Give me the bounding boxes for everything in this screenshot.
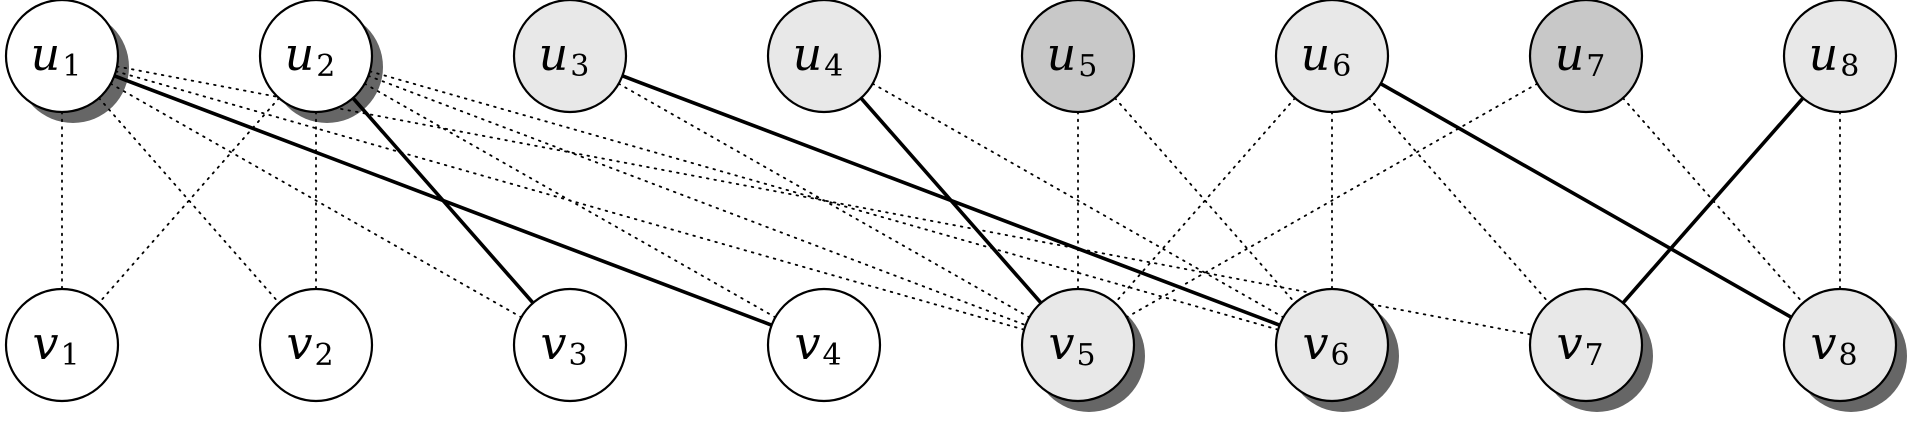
dotted-edge-u2-v1 bbox=[98, 97, 280, 304]
node-v5: v5 bbox=[1020, 287, 1136, 403]
node-label-u3: u3 bbox=[539, 27, 590, 84]
dotted-edge-u3-v5 bbox=[617, 82, 1031, 319]
dotted-edge-u6-v7 bbox=[1368, 97, 1550, 304]
node-u5: u5 bbox=[1020, 0, 1136, 114]
dotted-edge-u1-v3 bbox=[109, 82, 523, 319]
node-circle-u3 bbox=[512, 0, 628, 114]
node-label-u1: u1 bbox=[31, 27, 82, 84]
matching-edge-u4-v5 bbox=[859, 96, 1043, 305]
matching-edge-layer bbox=[112, 74, 1805, 327]
dotted-edge-u2-v5 bbox=[367, 74, 1027, 327]
node-label-u4: u4 bbox=[793, 27, 844, 84]
node-u6: u6 bbox=[1274, 0, 1390, 114]
node-circle-u4 bbox=[766, 0, 882, 114]
node-v3: v3 bbox=[512, 287, 628, 403]
dotted-edge-u7-v5 bbox=[1125, 82, 1539, 319]
matching-edge-u2-v3 bbox=[351, 96, 535, 305]
node-circle-v6 bbox=[1274, 287, 1390, 403]
node-label-v7: v7 bbox=[1556, 316, 1603, 373]
node-v4: v4 bbox=[766, 287, 882, 403]
node-u8: u8 bbox=[1782, 0, 1898, 114]
matching-edge-u8-v7 bbox=[1621, 96, 1805, 305]
node-label-u5: u5 bbox=[1047, 27, 1098, 84]
node-circle-v1 bbox=[4, 287, 120, 403]
node-layer: u1 u2 u3 u4 u5 u6 u7 u8 v1 v2 v3 v4 v5 v6 v7 v8 bbox=[4, 0, 1898, 403]
node-u4: u4 bbox=[766, 0, 882, 114]
node-v2: v2 bbox=[258, 287, 374, 403]
node-label-v8: v8 bbox=[1810, 316, 1857, 373]
node-u7: u7 bbox=[1528, 0, 1644, 114]
node-circle-u2 bbox=[258, 0, 374, 114]
node-u2: u2 bbox=[258, 0, 374, 114]
node-label-v2: v2 bbox=[286, 316, 333, 373]
node-circle-v5 bbox=[1020, 287, 1136, 403]
node-label-v3: v3 bbox=[540, 316, 587, 373]
dotted-edge-u4-v6 bbox=[871, 82, 1285, 319]
node-circle-v4 bbox=[766, 287, 882, 403]
matching-edge-u6-v8 bbox=[1378, 81, 1794, 320]
node-circle-u1 bbox=[4, 0, 120, 114]
node-v8: v8 bbox=[1782, 287, 1898, 403]
node-circle-v3 bbox=[512, 287, 628, 403]
node-label-u7: u7 bbox=[1555, 27, 1606, 84]
node-v7: v7 bbox=[1528, 287, 1644, 403]
node-label-u2: u2 bbox=[285, 27, 336, 84]
node-u3: u3 bbox=[512, 0, 628, 114]
node-u1: u1 bbox=[4, 0, 120, 114]
node-label-u6: u6 bbox=[1301, 27, 1352, 84]
dotted-edge-u6-v5 bbox=[1114, 97, 1296, 304]
node-circle-u5 bbox=[1020, 0, 1136, 114]
node-label-v6: v6 bbox=[1302, 316, 1349, 373]
node-circle-v8 bbox=[1782, 287, 1898, 403]
node-label-v4: v4 bbox=[794, 316, 841, 373]
node-circle-v7 bbox=[1528, 287, 1644, 403]
node-label-v5: v5 bbox=[1048, 316, 1095, 373]
node-v6: v6 bbox=[1274, 287, 1390, 403]
node-label-v1: v1 bbox=[32, 316, 79, 373]
dotted-edge-layer bbox=[61, 65, 1841, 336]
node-circle-u8 bbox=[1782, 0, 1898, 114]
node-circle-u7 bbox=[1528, 0, 1644, 114]
dotted-edge-u2-v4 bbox=[363, 82, 777, 319]
node-label-u8: u8 bbox=[1809, 27, 1860, 84]
node-circle-u6 bbox=[1274, 0, 1390, 114]
node-circle-v2 bbox=[258, 287, 374, 403]
node-v1: v1 bbox=[4, 287, 120, 403]
